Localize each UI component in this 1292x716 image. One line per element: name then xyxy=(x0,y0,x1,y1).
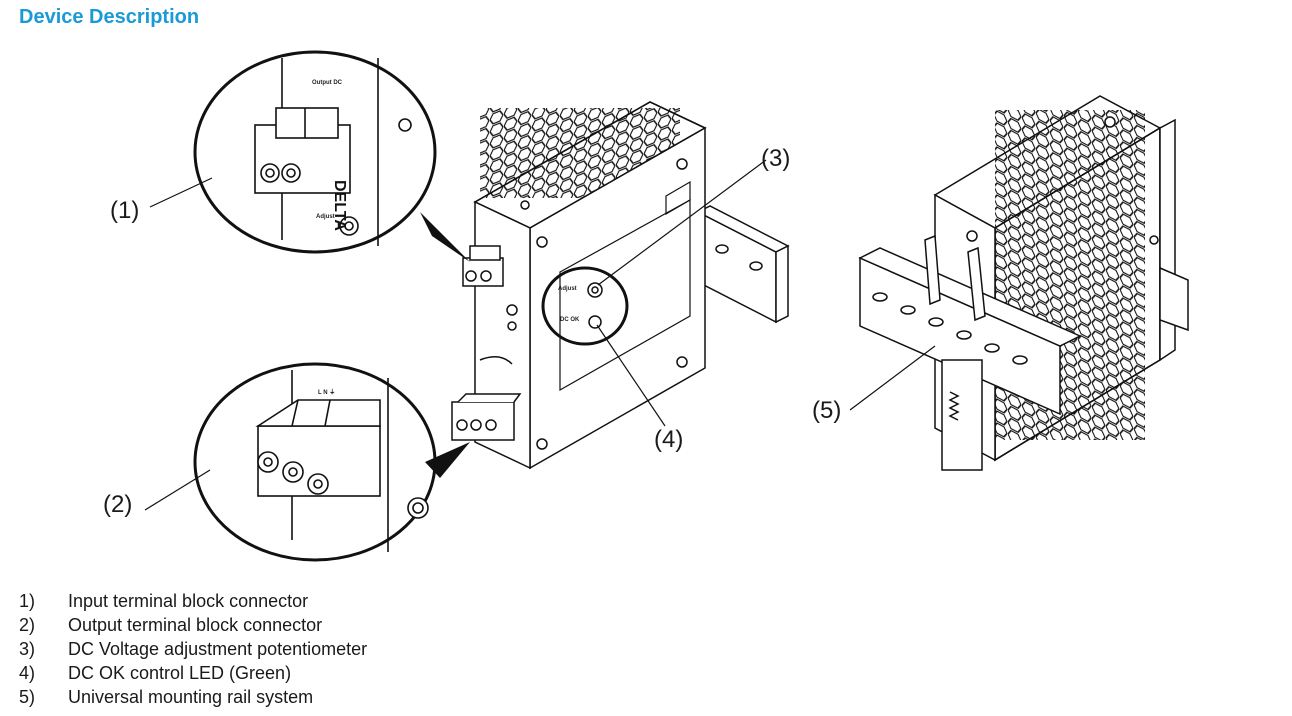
zoom-output-label: Output DC xyxy=(312,80,343,86)
legend-item: 2) Output terminal block connector xyxy=(19,613,367,637)
front-device xyxy=(451,101,790,470)
legend-item: 4) DC OK control LED (Green) xyxy=(19,661,367,685)
callout-1: (1) xyxy=(110,197,139,224)
section-title: Device Description xyxy=(19,6,200,28)
callout-2: (2) xyxy=(103,491,132,518)
legend-item: 5) Universal mounting rail system xyxy=(19,685,367,709)
zoom-adjust-label: Adjust xyxy=(558,286,577,292)
legend-number: 2) xyxy=(19,615,36,635)
legend-item: 3) DC Voltage adjustment potentiometer xyxy=(19,637,367,661)
callout-leaders xyxy=(144,159,936,511)
legend-text: Input terminal block connector xyxy=(68,591,309,611)
zoom-brand-label: DELTA xyxy=(331,180,348,231)
zoom-input-terminal: L N ⏚ xyxy=(193,362,470,562)
legend-text: DC Voltage adjustment potentiometer xyxy=(68,639,368,659)
callout-3: (3) xyxy=(761,145,790,172)
callout-4: (4) xyxy=(654,426,683,453)
magnifier-adjust-led xyxy=(541,266,629,346)
input-terminal-small xyxy=(451,393,522,441)
din-rail-front xyxy=(858,247,1082,416)
zoom-dcok-label: DC OK xyxy=(560,317,580,323)
legend-number: 3) xyxy=(19,639,36,659)
legend-number: 5) xyxy=(19,687,36,707)
legend-item: 1) Input terminal block connector xyxy=(19,589,367,613)
legend-text: Universal mounting rail system xyxy=(68,687,314,707)
side-device xyxy=(858,95,1189,471)
legend-text: DC OK control LED (Green) xyxy=(68,663,292,683)
legend-number: 1) xyxy=(19,591,36,611)
legend-list: 1) Input terminal block connector 2) Outpu… xyxy=(19,589,367,709)
zoom-input-label: L N ⏚ xyxy=(318,389,335,396)
legend-number: 4) xyxy=(19,663,36,683)
din-rail-back xyxy=(696,205,790,324)
zoom-output-terminal: Output DC DELTA Adjust xyxy=(193,50,470,262)
callout-5: (5) xyxy=(812,397,841,424)
output-terminal-small xyxy=(462,245,504,287)
device-figure: Adjust DC OK Output DC DELTA Adjust xyxy=(0,38,1292,586)
legend-text: Output terminal block connector xyxy=(68,615,323,635)
zoom-adjust-label-1: Adjust xyxy=(316,214,335,220)
adjust-knob-zoom xyxy=(587,282,603,329)
